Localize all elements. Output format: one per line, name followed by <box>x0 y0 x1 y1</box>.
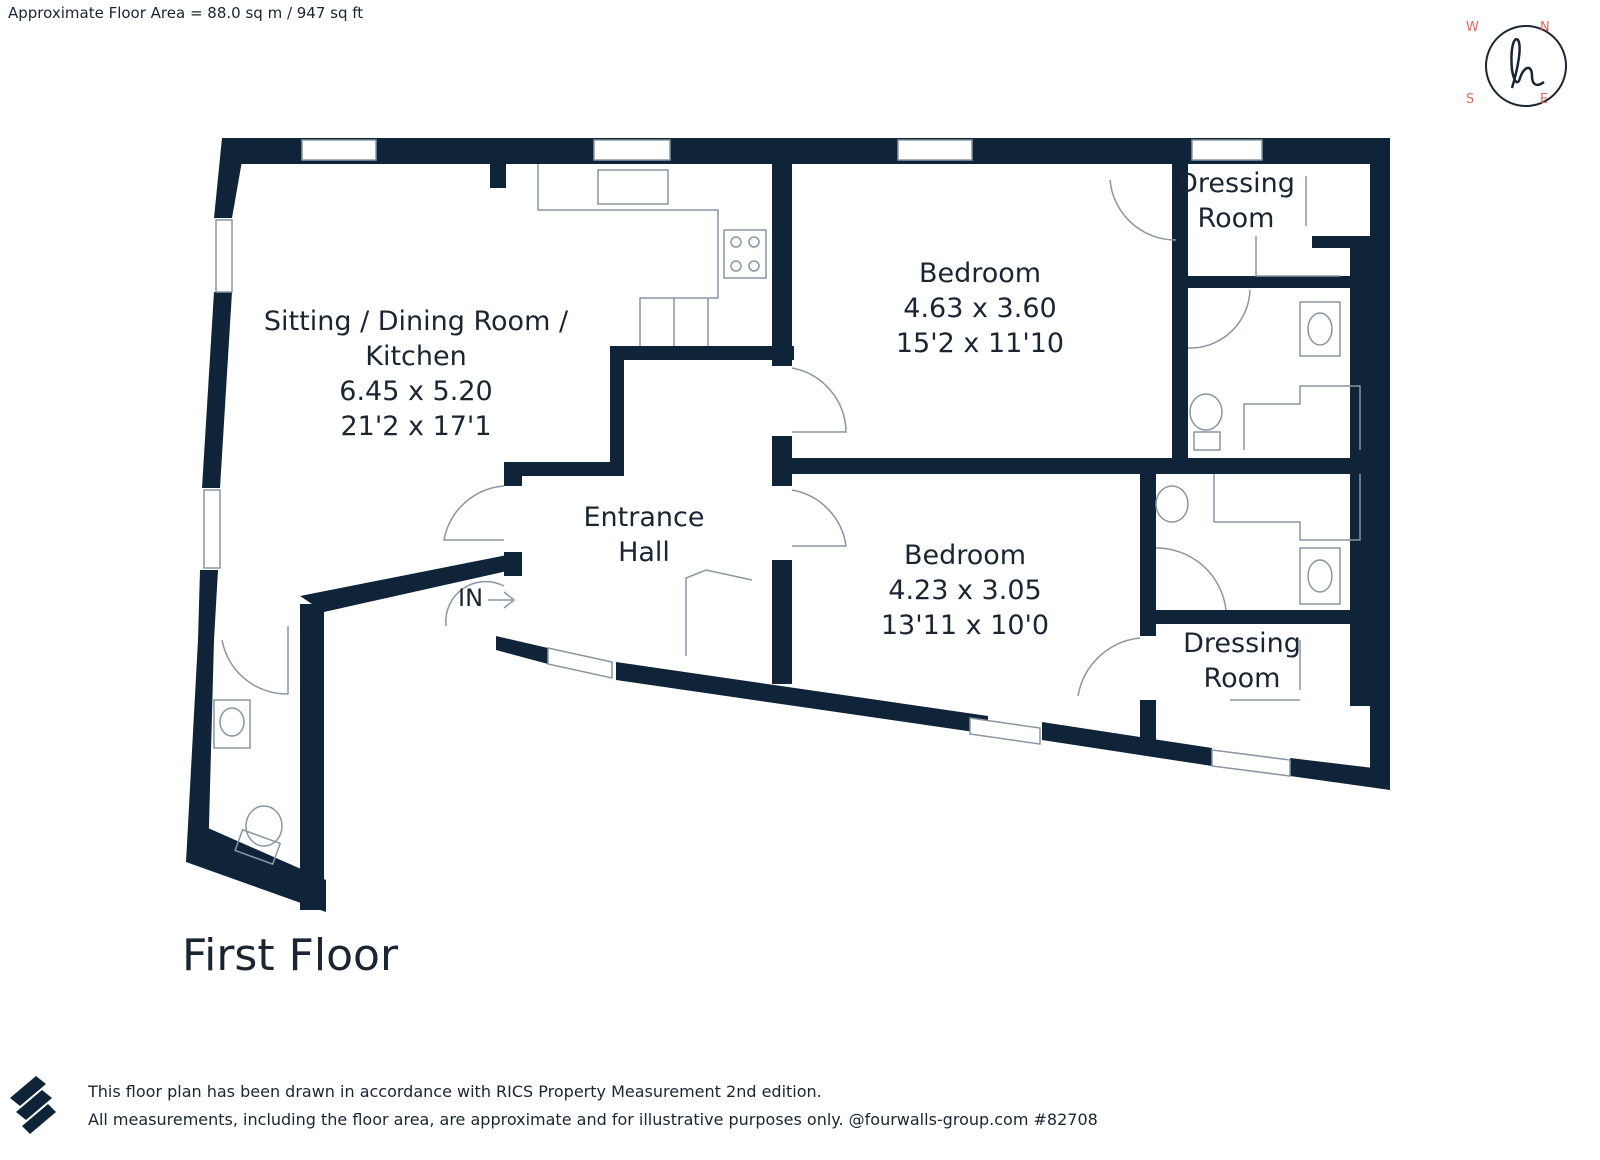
brand-logo-icon <box>1485 25 1567 107</box>
room-imperial: 15'2 x 11'10 <box>895 328 1065 359</box>
compass: W N S E <box>1466 18 1596 118</box>
room-label-dressing2: Dressing Room <box>1178 626 1306 696</box>
bathroom-fixtures <box>213 236 1361 866</box>
kitchen-fixtures <box>537 164 767 346</box>
footer-line-2: All measurements, including the floor ar… <box>88 1110 1098 1129</box>
room-name: Dressing <box>1177 168 1295 199</box>
room-label-sitting: Sitting / Dining Room / Kitchen 6.45 x 5… <box>258 304 574 444</box>
floor-title: First Floor <box>182 930 399 981</box>
compass-west: W <box>1466 20 1479 35</box>
entry-label: IN <box>458 584 484 612</box>
compass-south: S <box>1466 92 1475 107</box>
room-name: Bedroom <box>918 258 1042 289</box>
room-name: Sitting / Dining Room / <box>263 306 569 337</box>
fourwalls-logo-icon <box>10 1076 56 1134</box>
compass-east: E <box>1540 92 1549 107</box>
room-imperial: 13'11 x 10'0 <box>880 610 1050 641</box>
footer-line-1: This floor plan has been drawn in accord… <box>88 1082 822 1101</box>
room-name: Hall <box>618 537 670 568</box>
doors <box>221 176 1307 697</box>
room-label-bedroom1: Bedroom 4.63 x 3.60 15'2 x 11'10 <box>880 256 1080 361</box>
room-imperial: 21'2 x 17'1 <box>340 411 492 442</box>
room-name: Room <box>1203 663 1281 694</box>
room-label-entrance: Entrance Hall <box>574 500 714 570</box>
room-metric: 6.45 x 5.20 <box>339 376 493 407</box>
entry-arrow-icon <box>488 591 516 609</box>
compass-north: N <box>1540 20 1550 35</box>
room-name: Dressing <box>1183 628 1301 659</box>
room-metric: 4.23 x 3.05 <box>888 575 1042 606</box>
room-label-bedroom2: Bedroom 4.23 x 3.05 13'11 x 10'0 <box>866 538 1064 643</box>
room-label-dressing1: Dressing Room <box>1172 166 1300 236</box>
room-name: Entrance <box>583 502 705 533</box>
room-name: Bedroom <box>903 540 1027 571</box>
room-metric: 4.63 x 3.60 <box>903 293 1057 324</box>
room-name: Room <box>1197 203 1275 234</box>
windows <box>203 139 1291 777</box>
walls <box>186 138 1390 912</box>
floor-area-text: Approximate Floor Area = 88.0 sq m / 947… <box>8 4 364 22</box>
footer-disclaimer: This floor plan has been drawn in accord… <box>88 1078 1098 1134</box>
room-name: Kitchen <box>365 341 467 372</box>
